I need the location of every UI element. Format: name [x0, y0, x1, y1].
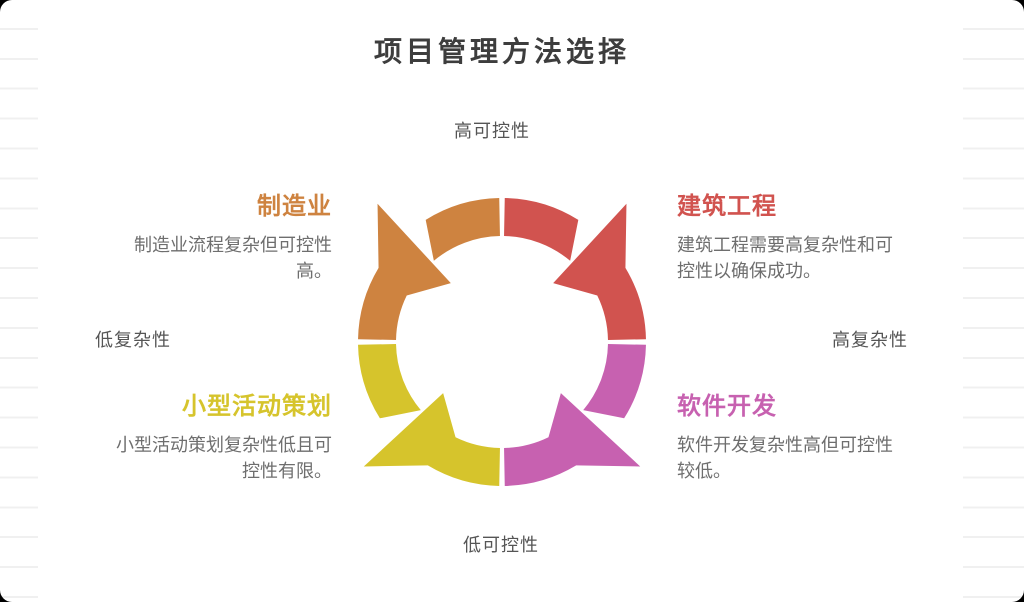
description-line: 制造业流程复杂但可控性 [134, 235, 332, 255]
description-line: 小型活动策划复杂性低且可 [116, 435, 332, 455]
arrow-shape [504, 344, 646, 486]
quadrant-description: 软件开发复杂性高但可控性 较低。 [677, 432, 937, 484]
quadrant-heading: 建筑工程 [677, 193, 777, 220]
description-line: 较低。 [677, 461, 731, 481]
quadrant-description: 小型活动策划复杂性低且可 控性有限。 [60, 432, 332, 484]
circular-arrows-diagram [358, 198, 646, 486]
quadrant-heading: 小型活动策划 [182, 393, 332, 420]
axis-label-high-complexity: 高复杂性 [832, 330, 908, 350]
quadrant-construction: 建筑工程 建筑工程需要高复杂性和可 控性以确保成功。 [677, 192, 937, 284]
description-line: 控性有限。 [242, 461, 332, 481]
axis-label-low-complexity: 低复杂性 [95, 330, 171, 350]
quadrant-description: 建筑工程需要高复杂性和可 控性以确保成功。 [677, 232, 937, 284]
arrow-shape [358, 344, 500, 486]
segment-construction-arrow [504, 198, 646, 340]
segment-event-planning-arrow [358, 344, 500, 486]
axis-label-low-controllability: 低可控性 [463, 535, 539, 555]
quadrant-heading: 制造业 [257, 193, 332, 220]
quadrant-description: 制造业流程复杂但可控性 高。 [60, 232, 332, 284]
segment-software-arrow [504, 344, 646, 486]
arrow-shape [358, 198, 500, 340]
quadrant-heading: 软件开发 [677, 393, 777, 420]
description-line: 建筑工程需要高复杂性和可 [677, 235, 893, 255]
page-title: 项目管理方法选择 [373, 36, 630, 67]
description-line: 控性以确保成功。 [677, 261, 821, 281]
description-line: 高。 [296, 261, 332, 281]
axis-label-high-controllability: 高可控性 [454, 121, 530, 141]
quadrant-manufacturing: 制造业 制造业流程复杂但可控性 高。 [60, 192, 332, 284]
quadrant-software: 软件开发 软件开发复杂性高但可控性 较低。 [677, 392, 937, 484]
arrow-shape [504, 198, 646, 340]
segment-manufacturing-arrow [358, 198, 500, 340]
white-card [38, 0, 963, 602]
description-line: 软件开发复杂性高但可控性 [677, 435, 893, 455]
quadrant-event-planning: 小型活动策划 小型活动策划复杂性低且可 控性有限。 [60, 392, 332, 484]
